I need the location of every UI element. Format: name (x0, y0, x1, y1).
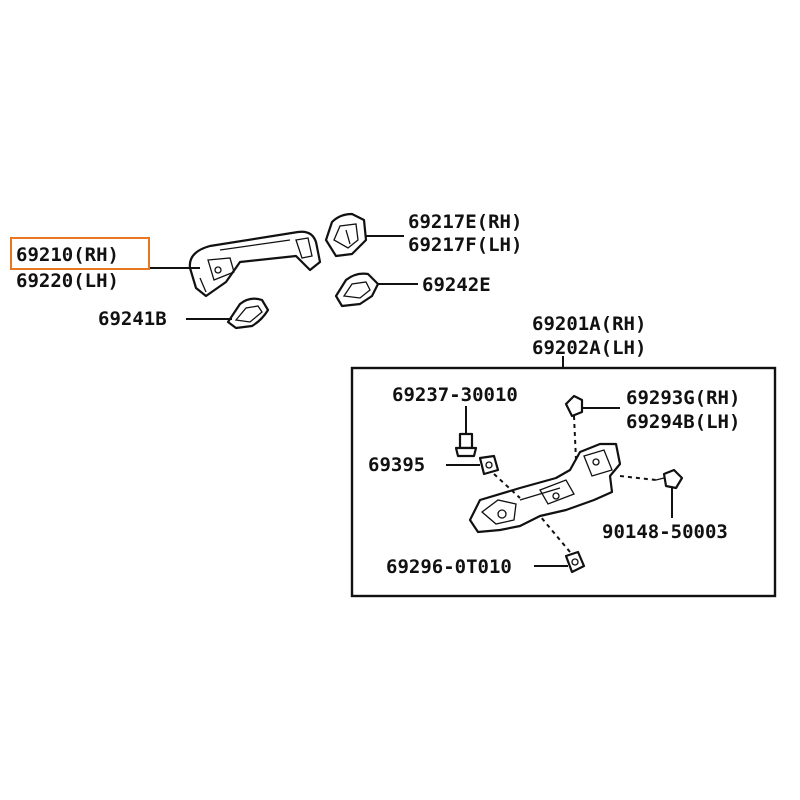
label-90148-50003[interactable]: 90148-50003 (602, 521, 728, 543)
label-69202a-lh[interactable]: 69202A(LH) (532, 337, 646, 359)
plug-install-path (539, 515, 571, 553)
screw-drawing (454, 432, 478, 458)
label-69220-lh[interactable]: 69220(LH) (16, 270, 119, 292)
label-69217e-rh[interactable]: 69217E(RH) (408, 211, 522, 233)
label-69201a-rh[interactable]: 69201A(RH) (532, 313, 646, 335)
label-69210-rh[interactable]: 69210(RH) (16, 244, 119, 266)
outside-handle-drawing (188, 230, 322, 298)
label-69294b-lh[interactable]: 69294B(LH) (626, 411, 740, 433)
key-cylinder-cap-drawing (324, 212, 368, 258)
label-69242e[interactable]: 69242E (422, 274, 491, 296)
label-69237-30010[interactable]: 69237-30010 (392, 384, 518, 406)
label-69241b[interactable]: 69241B (98, 308, 167, 330)
frame-assembly-drawing (468, 442, 622, 534)
front-pad-drawing (334, 272, 380, 308)
label-69293g-rh[interactable]: 69293G(RH) (626, 387, 740, 409)
bolt-drawing (655, 468, 684, 490)
clip-drawing (478, 454, 500, 476)
bolt-install-path (619, 475, 657, 481)
bracket-install-path (573, 415, 577, 461)
bracket-drawing (564, 394, 584, 418)
plug-drawing (564, 550, 586, 574)
clip-install-path (493, 473, 521, 499)
label-69217f-lh[interactable]: 69217F(LH) (408, 234, 522, 256)
rear-pad-drawing (226, 297, 270, 330)
label-69395[interactable]: 69395 (368, 454, 425, 476)
label-69296-0t010[interactable]: 69296-0T010 (386, 556, 512, 578)
selected-part-highlight (10, 237, 150, 270)
